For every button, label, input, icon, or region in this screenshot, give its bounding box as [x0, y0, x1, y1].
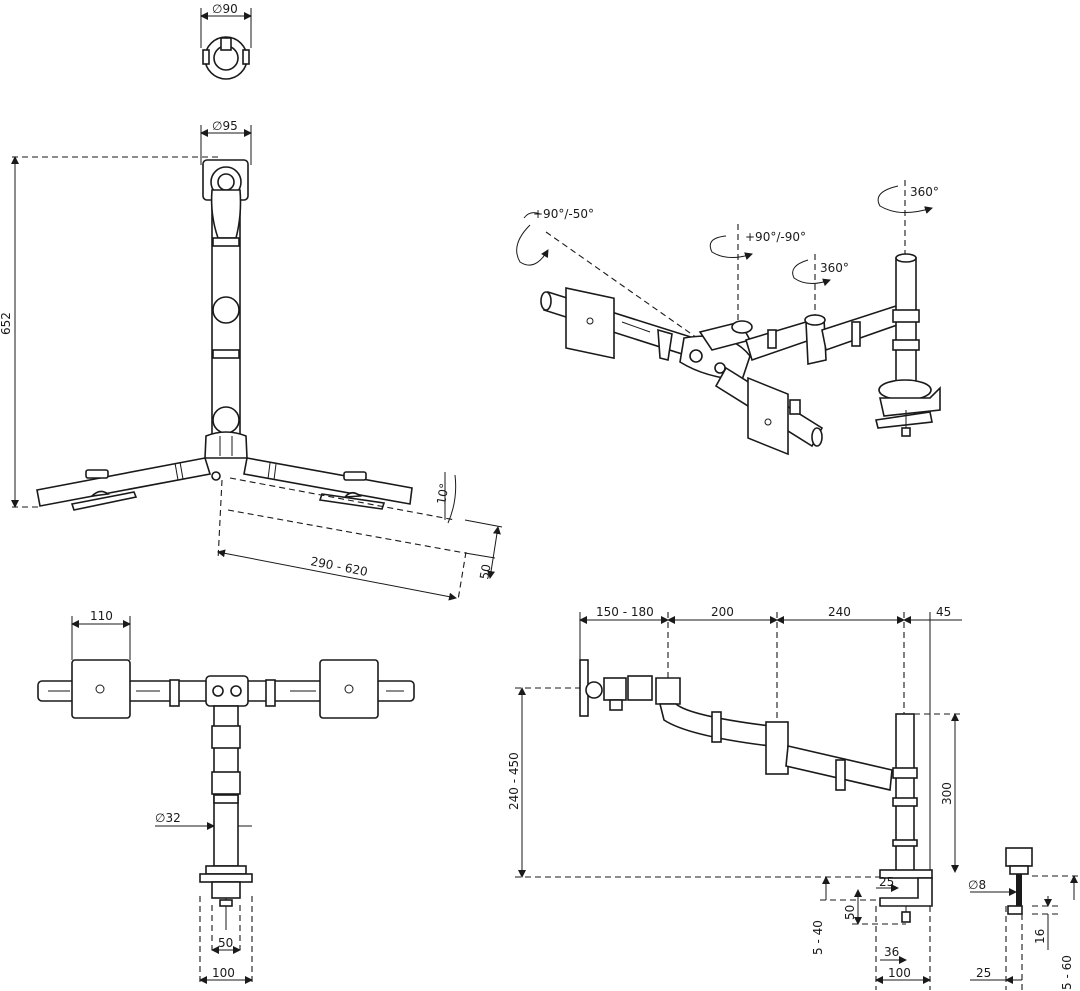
dim-clamp-w2: 100 [888, 966, 911, 980]
dim-offset: 50 [477, 563, 493, 580]
dim-seg2: 200 [711, 605, 734, 619]
dim-clamp-gap: 50 [843, 905, 857, 920]
dim-clamp-inset: 25 [879, 875, 894, 889]
dim-bolt-dia: ∅8 [968, 878, 986, 892]
dim-seg1: 150 - 180 [596, 605, 654, 619]
side-view: 150 - 180 200 240 45 240 - 450 300 [507, 605, 962, 990]
bolt-detail: ∅8 16 5 - 60 25 [968, 847, 1080, 990]
dim-bolt-16: 16 [1033, 929, 1047, 944]
plan-view: 110 ∅32 [37, 609, 415, 985]
front-view: ∅95 652 [0, 119, 503, 601]
dim-tube-dia: ∅32 [155, 811, 181, 825]
dim-seg4: 45 [936, 605, 951, 619]
dim-height-range: 240 - 450 [507, 752, 521, 810]
dim-clamp-slot: 50 [218, 936, 233, 950]
dim-clamp-hole: 36 [884, 945, 899, 959]
dim-clamp-width: 100 [212, 966, 235, 980]
rot-tilt: +90°/-50° [533, 207, 594, 221]
dim-height: 652 [0, 312, 13, 335]
dim-angle: 10° [434, 482, 451, 505]
isometric-view: +90°/-50° +90°/-90° 360° 360° [516, 180, 941, 456]
rot-swivel: +90°/-90° [745, 230, 806, 244]
dim-seg3: 240 [828, 605, 851, 619]
rot-mid: 360° [820, 261, 849, 275]
top-view-cap: ∅90 [200, 2, 252, 80]
dim-desk-range: 5 - 40 [811, 920, 825, 955]
dim-desk-range2: 5 - 60 [1060, 955, 1074, 990]
dim-vesa: 110 [90, 609, 113, 623]
dim-pole-height: 300 [940, 782, 954, 805]
rot-pole: 360° [910, 185, 939, 199]
dim-top-dia: ∅90 [212, 2, 238, 16]
dim-pole-dia: ∅95 [212, 119, 238, 133]
dim-bolt-25: 25 [976, 966, 991, 980]
